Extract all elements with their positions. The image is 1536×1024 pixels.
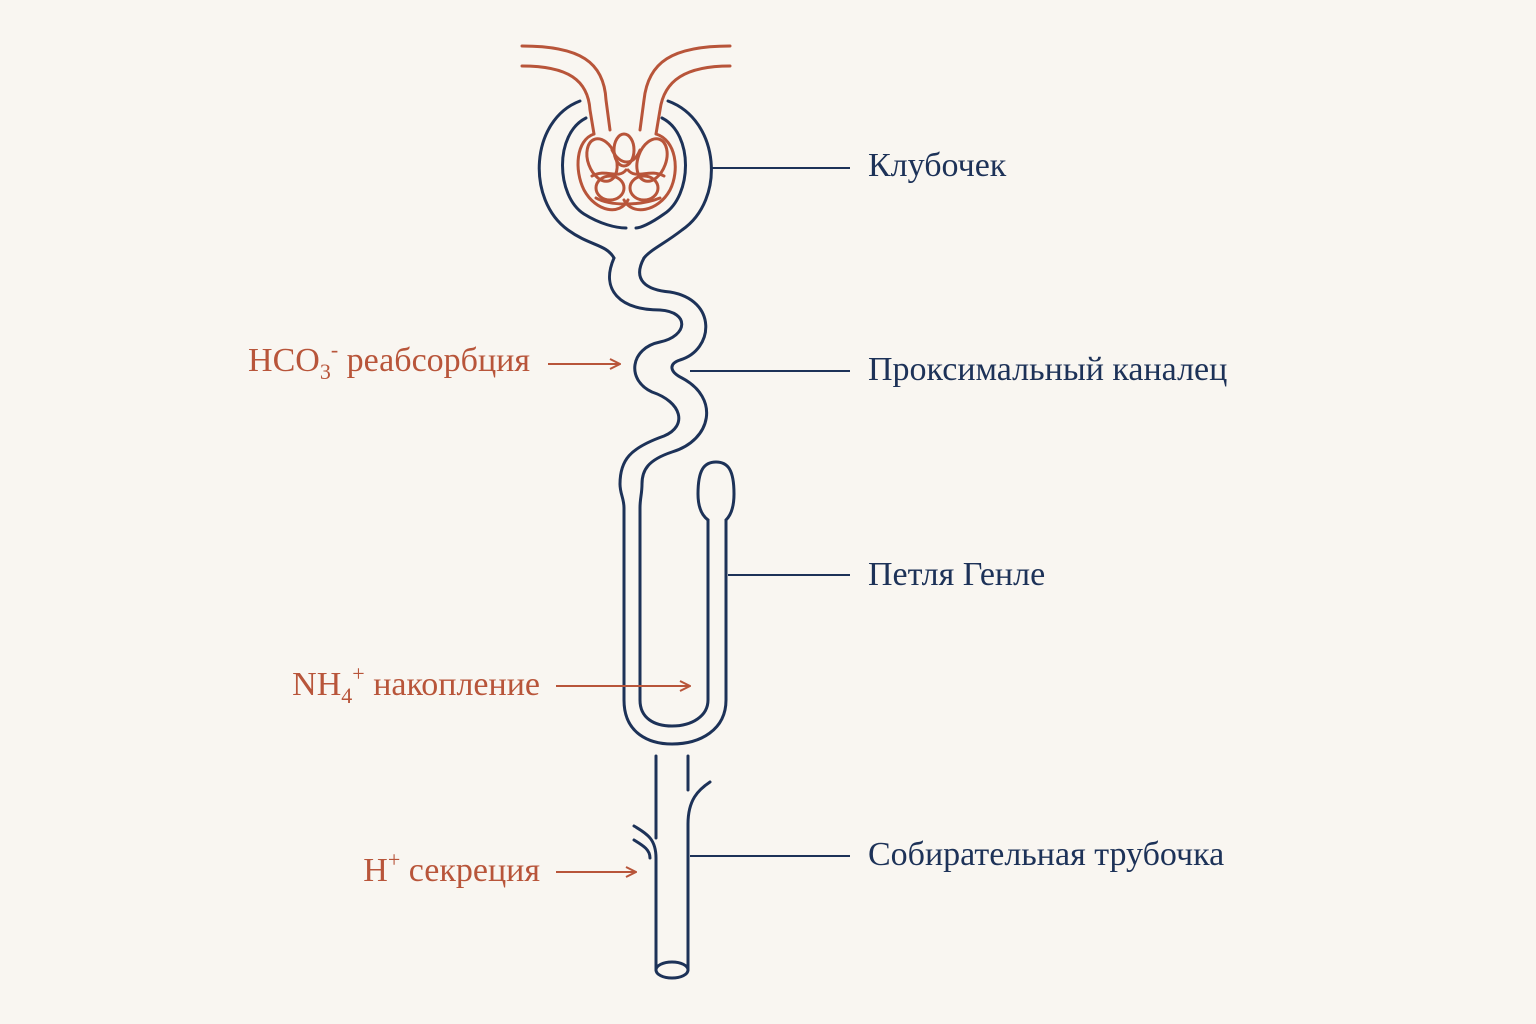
collecting-duct — [632, 754, 712, 980]
annotation-arrows — [548, 364, 690, 872]
henle-descending-inner — [638, 482, 710, 728]
hco3-formula-charge: - — [330, 337, 339, 362]
efferent-arteriole-inner — [654, 64, 732, 136]
glomerulus-capillaries — [576, 132, 677, 212]
capsule-outer-left — [537, 99, 616, 260]
hco3-formula-subscript: 3 — [319, 359, 331, 384]
proximal-tubule — [608, 256, 709, 486]
leader-lines — [690, 167, 850, 857]
bowman-capsule — [537, 99, 713, 260]
nh4-formula-subscript: 4 — [341, 683, 353, 708]
henle-descending-outer — [618, 482, 728, 746]
loop-of-henle — [618, 460, 736, 746]
proximal-wall-right — [638, 256, 709, 486]
label-collecting-duct: Собирательная трубочка — [868, 836, 1225, 873]
afferent-arteriole-inner — [520, 64, 596, 136]
nh4-process-text: накопление — [373, 666, 540, 703]
label-proximal-tubule: Проксимальный каналец — [868, 351, 1228, 388]
h-process-text: секреция — [408, 852, 540, 889]
label-loop-of-henle: Петля Генле — [868, 556, 1046, 593]
arterioles — [520, 44, 732, 136]
proximal-wall-left — [608, 256, 684, 486]
h-formula-base: H — [363, 852, 388, 889]
capsule-inner-left — [561, 116, 628, 230]
annotation-hco3-reabsorption: HCO3- реабсорбция — [248, 339, 530, 384]
duct-side-branch — [632, 838, 652, 860]
duct-right-branch — [686, 780, 712, 972]
annotation-h-secretion: H+ секреция — [363, 849, 540, 891]
hco3-process-text: реабсорбция — [346, 342, 530, 379]
h-formula-charge: + — [387, 847, 401, 872]
capsule-outer-right — [642, 99, 713, 260]
capsule-inner-right — [634, 116, 687, 230]
nh4-formula-base: NH — [292, 666, 342, 703]
label-glomerulus: Клубочек — [868, 147, 1007, 184]
annotation-nh4-accumulation: NH4+ накопление — [292, 663, 540, 708]
efferent-arteriole-outer — [638, 44, 732, 132]
nh4-formula-charge: + — [352, 661, 365, 686]
duct-left-branch — [632, 824, 658, 972]
henle-ascending-bulb — [696, 460, 736, 522]
duct-opening — [654, 960, 690, 980]
afferent-arteriole-outer — [520, 44, 612, 132]
hco3-formula-base: HCO — [248, 342, 320, 379]
